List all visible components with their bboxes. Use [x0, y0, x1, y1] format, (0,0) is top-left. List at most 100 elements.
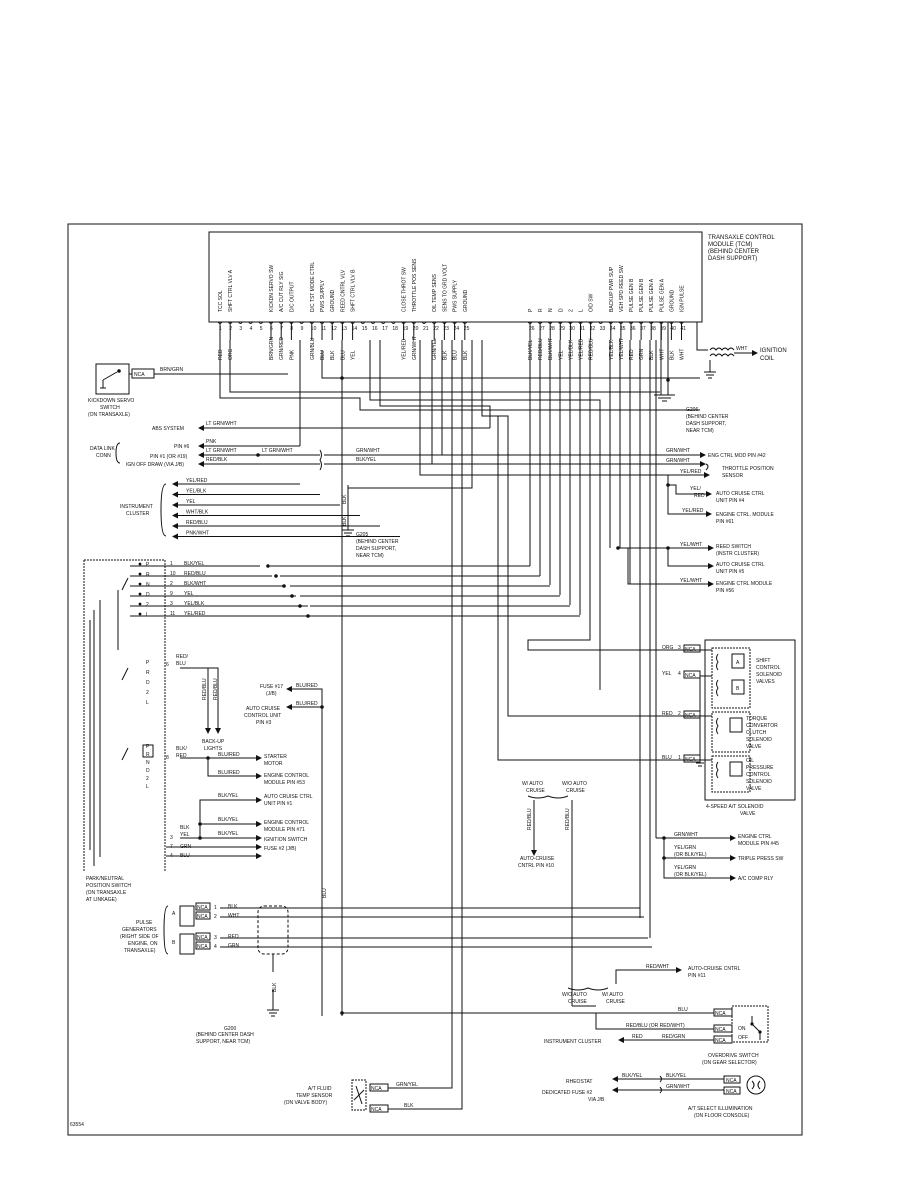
svg-text:RED/BLK: RED/BLK — [206, 457, 228, 463]
pg-pin: 1 — [214, 905, 217, 911]
tcm-wire-color: BLK — [669, 350, 675, 360]
svg-text:SOLENOID: SOLENOID — [756, 672, 782, 678]
svg-text:NCA: NCA — [726, 1078, 737, 1084]
svg-text:VALVE: VALVE — [746, 786, 762, 792]
svg-text:OIL: OIL — [746, 758, 754, 764]
pg-nca: NCA — [197, 905, 208, 911]
svg-text:YEL/GRN: YEL/GRN — [674, 845, 696, 851]
tcm-wire-color: PNK — [289, 349, 295, 360]
tcm-wire-color: BLK/YEL — [528, 339, 534, 360]
tcm-pin-number: 31 — [580, 326, 586, 332]
svg-text:VALVES: VALVES — [756, 679, 775, 685]
g205-ground: BLK BLK G205 (BEHIND CENTER DASH SUPPORT… — [342, 485, 399, 559]
tcm-pin-function: VEH SPD REED SW — [619, 265, 625, 312]
svg-text:UNIT PIN #5: UNIT PIN #5 — [716, 569, 744, 575]
svg-text:ENGINE CTRL. MODULE: ENGINE CTRL. MODULE — [716, 512, 774, 518]
tcm-pin-function: SHFT CTRL VLV B — [351, 269, 357, 312]
svg-text:SHIFT: SHIFT — [756, 658, 770, 664]
svg-text:RED/BLU (OR RED/WHT): RED/BLU (OR RED/WHT) — [626, 1023, 685, 1029]
svg-text:(BEHIND CENTER: (BEHIND CENTER — [356, 539, 399, 545]
tcm-pin-function: D/C OUTPUT — [289, 281, 295, 312]
svg-text:RED/BLU: RED/BLU — [565, 808, 571, 830]
svg-text:BLU/RED: BLU/RED — [296, 701, 318, 707]
pn-row-pin: 9 — [170, 591, 173, 597]
pn-contact — [138, 612, 142, 616]
svg-text:REED SWITCH: REED SWITCH — [716, 544, 751, 550]
tcm-pin-function: SENS TO GRD VOLT — [442, 264, 448, 312]
svg-text:A/T SELECT ILLUMINATION: A/T SELECT ILLUMINATION — [688, 1106, 753, 1112]
svg-text:BLU/RED: BLU/RED — [218, 770, 240, 776]
tcm-pin-number: 11 — [321, 326, 326, 332]
svg-text:YEL/: YEL/ — [690, 486, 701, 492]
svg-text:VIA J/B: VIA J/B — [588, 1097, 605, 1103]
svg-text:PIN #1 (OR #19): PIN #1 (OR #19) — [150, 454, 188, 460]
pn-position-letter: D — [146, 592, 150, 598]
svg-text:G205: G205 — [356, 532, 368, 538]
tcm-pin-mark — [421, 321, 427, 324]
pn-position-letter: P — [146, 660, 150, 666]
tcm-wire-color: BLK — [649, 350, 655, 360]
cluster-arrow — [172, 523, 178, 529]
svg-text:CONTROL: CONTROL — [756, 665, 781, 671]
svg-text:PARK/NEUTRAL: PARK/NEUTRAL — [86, 876, 124, 882]
tcm-pin-number: 17 — [382, 326, 388, 332]
svg-text:BLK: BLK — [272, 982, 278, 992]
svg-text:DATA LINK: DATA LINK — [90, 446, 115, 452]
pn-row-splice — [282, 584, 286, 588]
svg-text:TRANSAXLE CONTROL: TRANSAXLE CONTROL — [708, 235, 775, 241]
svg-text:BLK: BLK — [180, 825, 190, 831]
svg-text:NEAR TCM): NEAR TCM) — [356, 553, 384, 559]
tcm-wire-color: BLU — [453, 350, 459, 360]
tcm-pin-function: CLOSE THROT SW — [402, 267, 408, 312]
svg-text:6: 6 — [166, 662, 169, 668]
svg-text:MODULE PIN #53: MODULE PIN #53 — [264, 780, 305, 786]
g206-label-4: NEAR TCM) — [686, 428, 714, 434]
tcm-pin-number: 13 — [341, 326, 347, 332]
svg-text:4-SPEED A/T SOLENOID: 4-SPEED A/T SOLENOID — [706, 804, 764, 810]
pn-row-wire-label: YEL/BLK — [184, 601, 205, 607]
tcm-wire-color: YEL/RED — [579, 338, 585, 360]
svg-text:ENGINE CONTROL: ENGINE CONTROL — [264, 820, 309, 826]
svg-text:BACK-UP: BACK-UP — [202, 739, 225, 745]
svg-text:CLUSTER: CLUSTER — [126, 511, 150, 517]
cluster-arrow — [172, 512, 178, 519]
tcm-pin-function: SHFT CTRL VLV A — [228, 269, 234, 312]
svg-text:A/C COMP RLY: A/C COMP RLY — [738, 876, 774, 882]
tcm-pin-function: PULSE GEN A — [659, 278, 665, 312]
svg-text:(RIGHT SIDE OF: (RIGHT SIDE OF — [120, 934, 159, 940]
tcm-pin-function: PULSE GEN A — [649, 278, 655, 312]
tcm-wire-color: WHT — [659, 349, 665, 360]
tcm-pin-number: 23 — [443, 326, 449, 332]
solenoid-pin: 2 — [678, 711, 681, 717]
svg-text:BLK/YEL: BLK/YEL — [622, 1073, 643, 1079]
wht-label: WHT — [736, 346, 747, 352]
svg-text:DEDICATED FUSE #2: DEDICATED FUSE #2 — [542, 1090, 592, 1096]
diagram-frame — [67, 223, 803, 1136]
tcm-pin-number: 15 — [362, 326, 368, 332]
svg-text:KICKDOWN SERVO: KICKDOWN SERVO — [88, 398, 134, 404]
pn-position-letter: D — [146, 680, 150, 686]
tcm-pin-number: 28 — [549, 326, 555, 332]
pg-nca: NCA — [197, 944, 208, 950]
svg-text:BLU: BLU — [176, 661, 186, 667]
cluster-arrow — [172, 533, 178, 540]
svg-text:W/O AUTO: W/O AUTO — [562, 992, 587, 998]
svg-text:ENGINE CTRL MODULE: ENGINE CTRL MODULE — [716, 581, 773, 587]
svg-text:BLK/YEL: BLK/YEL — [218, 817, 239, 823]
svg-text:CONTROL UNIT: CONTROL UNIT — [244, 713, 281, 719]
pn-contact — [138, 602, 142, 606]
svg-text:YEL/RED: YEL/RED — [680, 469, 702, 475]
tcm-wire-color: GRN/WHT — [412, 336, 418, 360]
solenoid-connector — [683, 710, 701, 719]
tcm-pin-number: 36 — [630, 326, 636, 332]
tcm-pin-number: 16 — [372, 326, 378, 332]
pn-position-letter: L — [146, 700, 149, 706]
cluster-wire-label: WHT/BLK — [186, 510, 209, 516]
pn-row-pin: 1 — [170, 561, 173, 567]
svg-text:RED/: RED/ — [176, 654, 189, 660]
brn-grn-label: BRN/GRN — [160, 367, 183, 373]
svg-text:BLU: BLU — [322, 888, 328, 898]
svg-text:8: 8 — [166, 755, 169, 761]
solenoid-pin: 4 — [678, 671, 681, 677]
